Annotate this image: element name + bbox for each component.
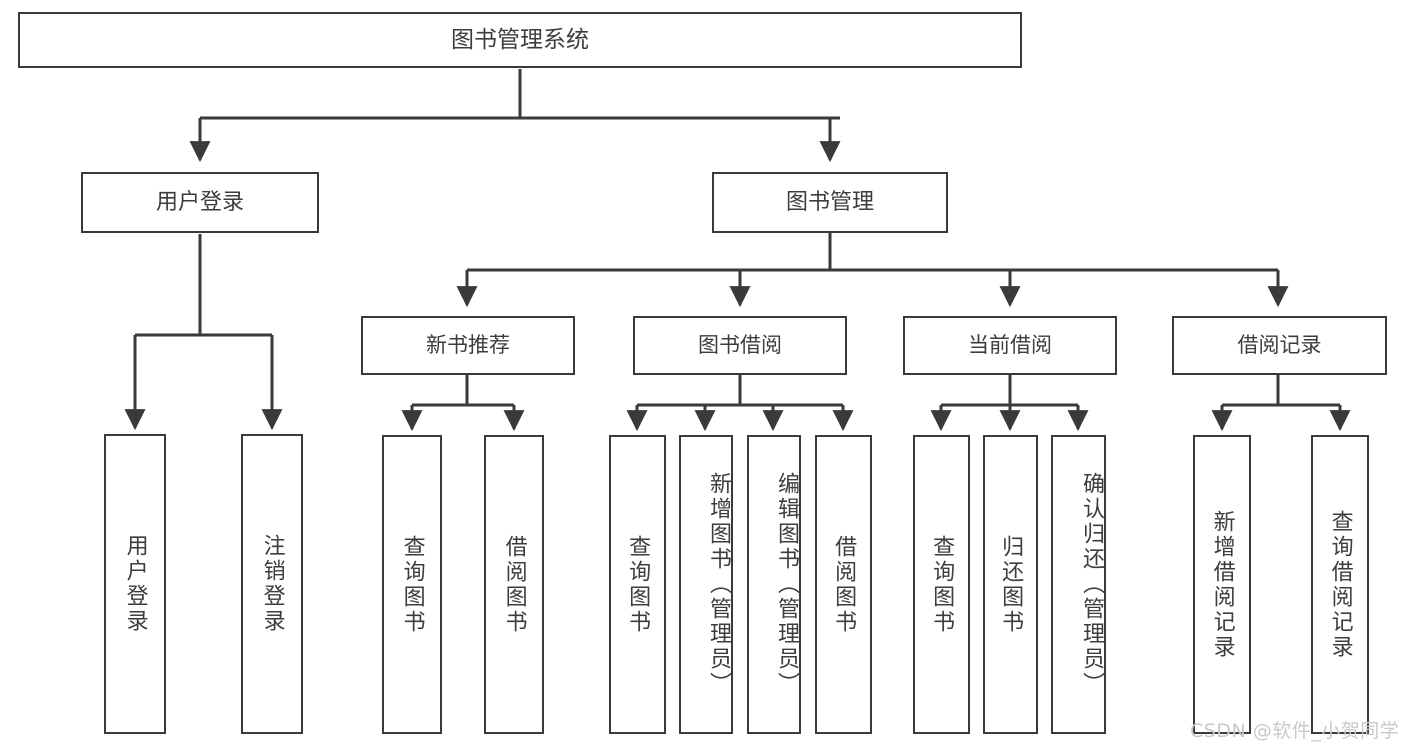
leaf-user-login-action[interactable]: 用户登录: [104, 434, 166, 734]
node-label: 查询借阅记录: [1327, 509, 1353, 660]
node-label: 借阅记录: [1237, 333, 1322, 358]
node-label: 图书管理: [785, 189, 874, 215]
node-user-login[interactable]: 用户登录: [81, 172, 319, 233]
node-label: 新书推荐: [426, 333, 510, 358]
leaf-user-logout-action[interactable]: 注销登录: [241, 434, 303, 734]
leaf-edit-book-admin[interactable]: 编辑图书（管理员）: [747, 435, 801, 734]
node-label: 图书借阅: [698, 333, 782, 358]
node-borrow-record[interactable]: 借阅记录: [1172, 316, 1387, 375]
node-book-borrow[interactable]: 图书借阅: [633, 316, 847, 375]
leaf-return-book[interactable]: 归还图书: [983, 435, 1038, 734]
node-label: 归还图书: [998, 534, 1024, 635]
node-root-system[interactable]: 图书管理系统: [18, 12, 1022, 68]
node-label: 借阅图书: [501, 534, 527, 635]
node-label: 新增借阅记录: [1209, 509, 1235, 660]
leaf-add-borrow-record[interactable]: 新增借阅记录: [1193, 435, 1251, 734]
node-label: 用户登录: [122, 534, 148, 634]
csdn-watermark: CSDN @软件_小贺同学: [1190, 720, 1400, 742]
node-book-management[interactable]: 图书管理: [712, 172, 948, 233]
node-label: 当前借阅: [968, 333, 1052, 358]
node-label: 编辑图书（管理员）: [774, 472, 799, 697]
leaf-confirm-return-admin[interactable]: 确认归还（管理员）: [1051, 435, 1106, 734]
node-label: 查询图书: [929, 534, 955, 635]
node-current-borrow[interactable]: 当前借阅: [903, 316, 1117, 375]
node-new-book-recommend[interactable]: 新书推荐: [361, 316, 575, 375]
leaf-borrow-book-recommend[interactable]: 借阅图书: [484, 435, 544, 734]
node-label: 查询图书: [399, 534, 425, 635]
node-label: 用户登录: [155, 189, 244, 215]
leaf-add-book-admin[interactable]: 新增图书（管理员）: [679, 435, 733, 734]
node-label: 新增图书（管理员）: [706, 472, 731, 697]
node-label: 借阅图书: [831, 534, 857, 635]
leaf-query-book-current[interactable]: 查询图书: [913, 435, 970, 734]
leaf-query-book-recommend[interactable]: 查询图书: [382, 435, 442, 734]
leaf-query-book-borrow[interactable]: 查询图书: [609, 435, 666, 734]
node-label: 确认归还（管理员）: [1079, 472, 1104, 697]
node-label: 查询图书: [625, 534, 651, 635]
node-label: 图书管理系统: [451, 26, 589, 53]
node-label: 注销登录: [259, 534, 285, 634]
leaf-query-borrow-record[interactable]: 查询借阅记录: [1311, 435, 1369, 734]
leaf-borrow-book-action[interactable]: 借阅图书: [815, 435, 872, 734]
